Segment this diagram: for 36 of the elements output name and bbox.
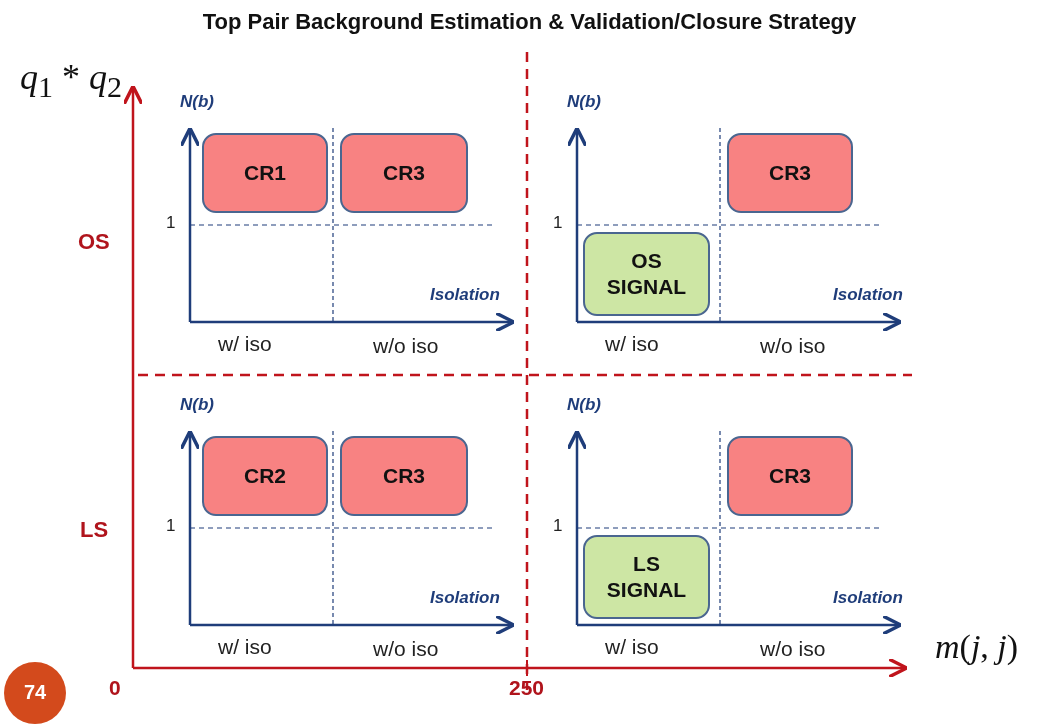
category-label: w/ iso xyxy=(605,332,659,356)
axis-label: N(b) xyxy=(180,93,214,112)
category-label: w/ iso xyxy=(605,635,659,659)
tick-label: 1 xyxy=(166,517,176,536)
signal-region-box: OS SIGNAL xyxy=(583,232,710,316)
control-region-box: CR2 xyxy=(202,436,328,516)
control-region-box: CR1 xyxy=(202,133,328,213)
category-label: OS xyxy=(78,230,110,255)
tick-label: 1 xyxy=(166,214,176,233)
signal-region-box: LS SIGNAL xyxy=(583,535,710,619)
axis-label: N(b) xyxy=(567,93,601,112)
control-region-box: CR3 xyxy=(340,436,468,516)
tick-label: 0 xyxy=(109,676,121,700)
axis-label: N(b) xyxy=(567,396,601,415)
tick-label: 1 xyxy=(553,517,563,536)
control-region-box: CR3 xyxy=(727,133,853,213)
axis-label: Isolation xyxy=(833,286,903,305)
category-label: LS xyxy=(80,518,109,543)
category-label: w/o iso xyxy=(373,334,439,358)
category-label: w/o iso xyxy=(373,637,439,661)
title: Top Pair Background Estimation & Validation/Closure Strategy xyxy=(201,10,858,35)
axis-label: q$_{1}$ *q$_{2}$ xyxy=(20,58,122,104)
axis-label: Isolation xyxy=(833,589,903,608)
tick-label: 250 xyxy=(509,676,545,700)
axis-label: N(b) xyxy=(180,396,214,415)
category-label: w/o iso xyxy=(760,637,826,661)
axis-label: Isolation xyxy=(430,589,500,608)
category-label: w/ iso xyxy=(218,332,272,356)
category-label: w/ iso xyxy=(218,635,272,659)
axis-label: m(j, j) xyxy=(935,628,1019,666)
axis-label: Isolation xyxy=(430,286,500,305)
control-region-box: CR3 xyxy=(340,133,468,213)
category-label: w/o iso xyxy=(760,334,826,358)
control-region-box: CR3 xyxy=(727,436,853,516)
page-number: 74 xyxy=(4,662,66,724)
tick-label: 1 xyxy=(553,214,563,233)
